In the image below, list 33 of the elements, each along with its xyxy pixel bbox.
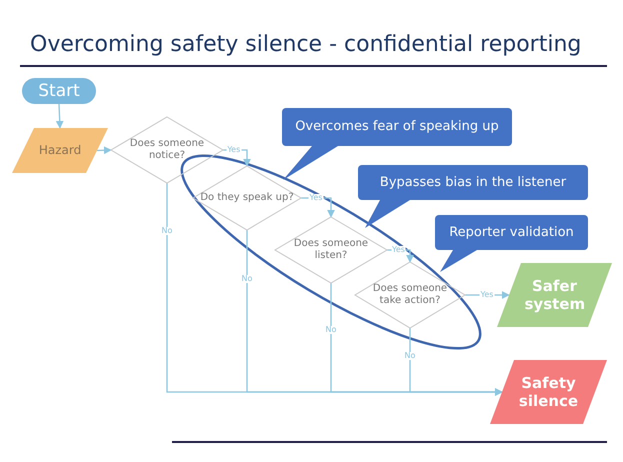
- node-label: Overcomes fear of speaking up: [295, 118, 499, 136]
- edge-label: No: [404, 352, 416, 360]
- callout-bubble: [435, 215, 588, 273]
- node-label: Does someone notice?: [128, 138, 206, 162]
- decision-diamond: [193, 166, 301, 230]
- decision-diamond: [355, 262, 465, 328]
- flow-arrow: [56, 104, 64, 129]
- node-label: Reporter validation: [449, 224, 574, 242]
- node-label: Safety silence: [518, 374, 578, 410]
- node-label: Does someone listen?: [292, 238, 370, 262]
- edge-label: No: [240, 274, 254, 283]
- flow-arrow: [301, 197, 335, 218]
- node-label: Bypasses bias in the listener: [380, 174, 566, 192]
- decision-diamond: [275, 217, 387, 283]
- outcome-parallelogram: [490, 360, 607, 424]
- edge-label: Yes: [391, 246, 406, 254]
- node-label: Safer system: [524, 277, 584, 313]
- node-label: Does someone take action?: [372, 283, 448, 307]
- start-terminal: [22, 78, 96, 104]
- slide-title: Overcoming safety silence - confidential reporting: [30, 32, 582, 57]
- node-label: Hazard: [38, 143, 82, 158]
- edge-label: Yes: [226, 146, 242, 154]
- flow-arrow: [96, 146, 112, 154]
- edge-label: Yes: [480, 291, 494, 299]
- edge-label: No: [160, 227, 174, 236]
- decision-diamond: [111, 117, 223, 183]
- flow-arrow: [409, 328, 503, 396]
- edge-label: No: [324, 326, 338, 334]
- node-label: Do they speak up?: [199, 192, 295, 204]
- input-parallelogram: [12, 128, 108, 173]
- edge-label: Yes: [308, 194, 324, 202]
- node-label: Start: [38, 80, 80, 102]
- outcome-parallelogram: [497, 263, 612, 327]
